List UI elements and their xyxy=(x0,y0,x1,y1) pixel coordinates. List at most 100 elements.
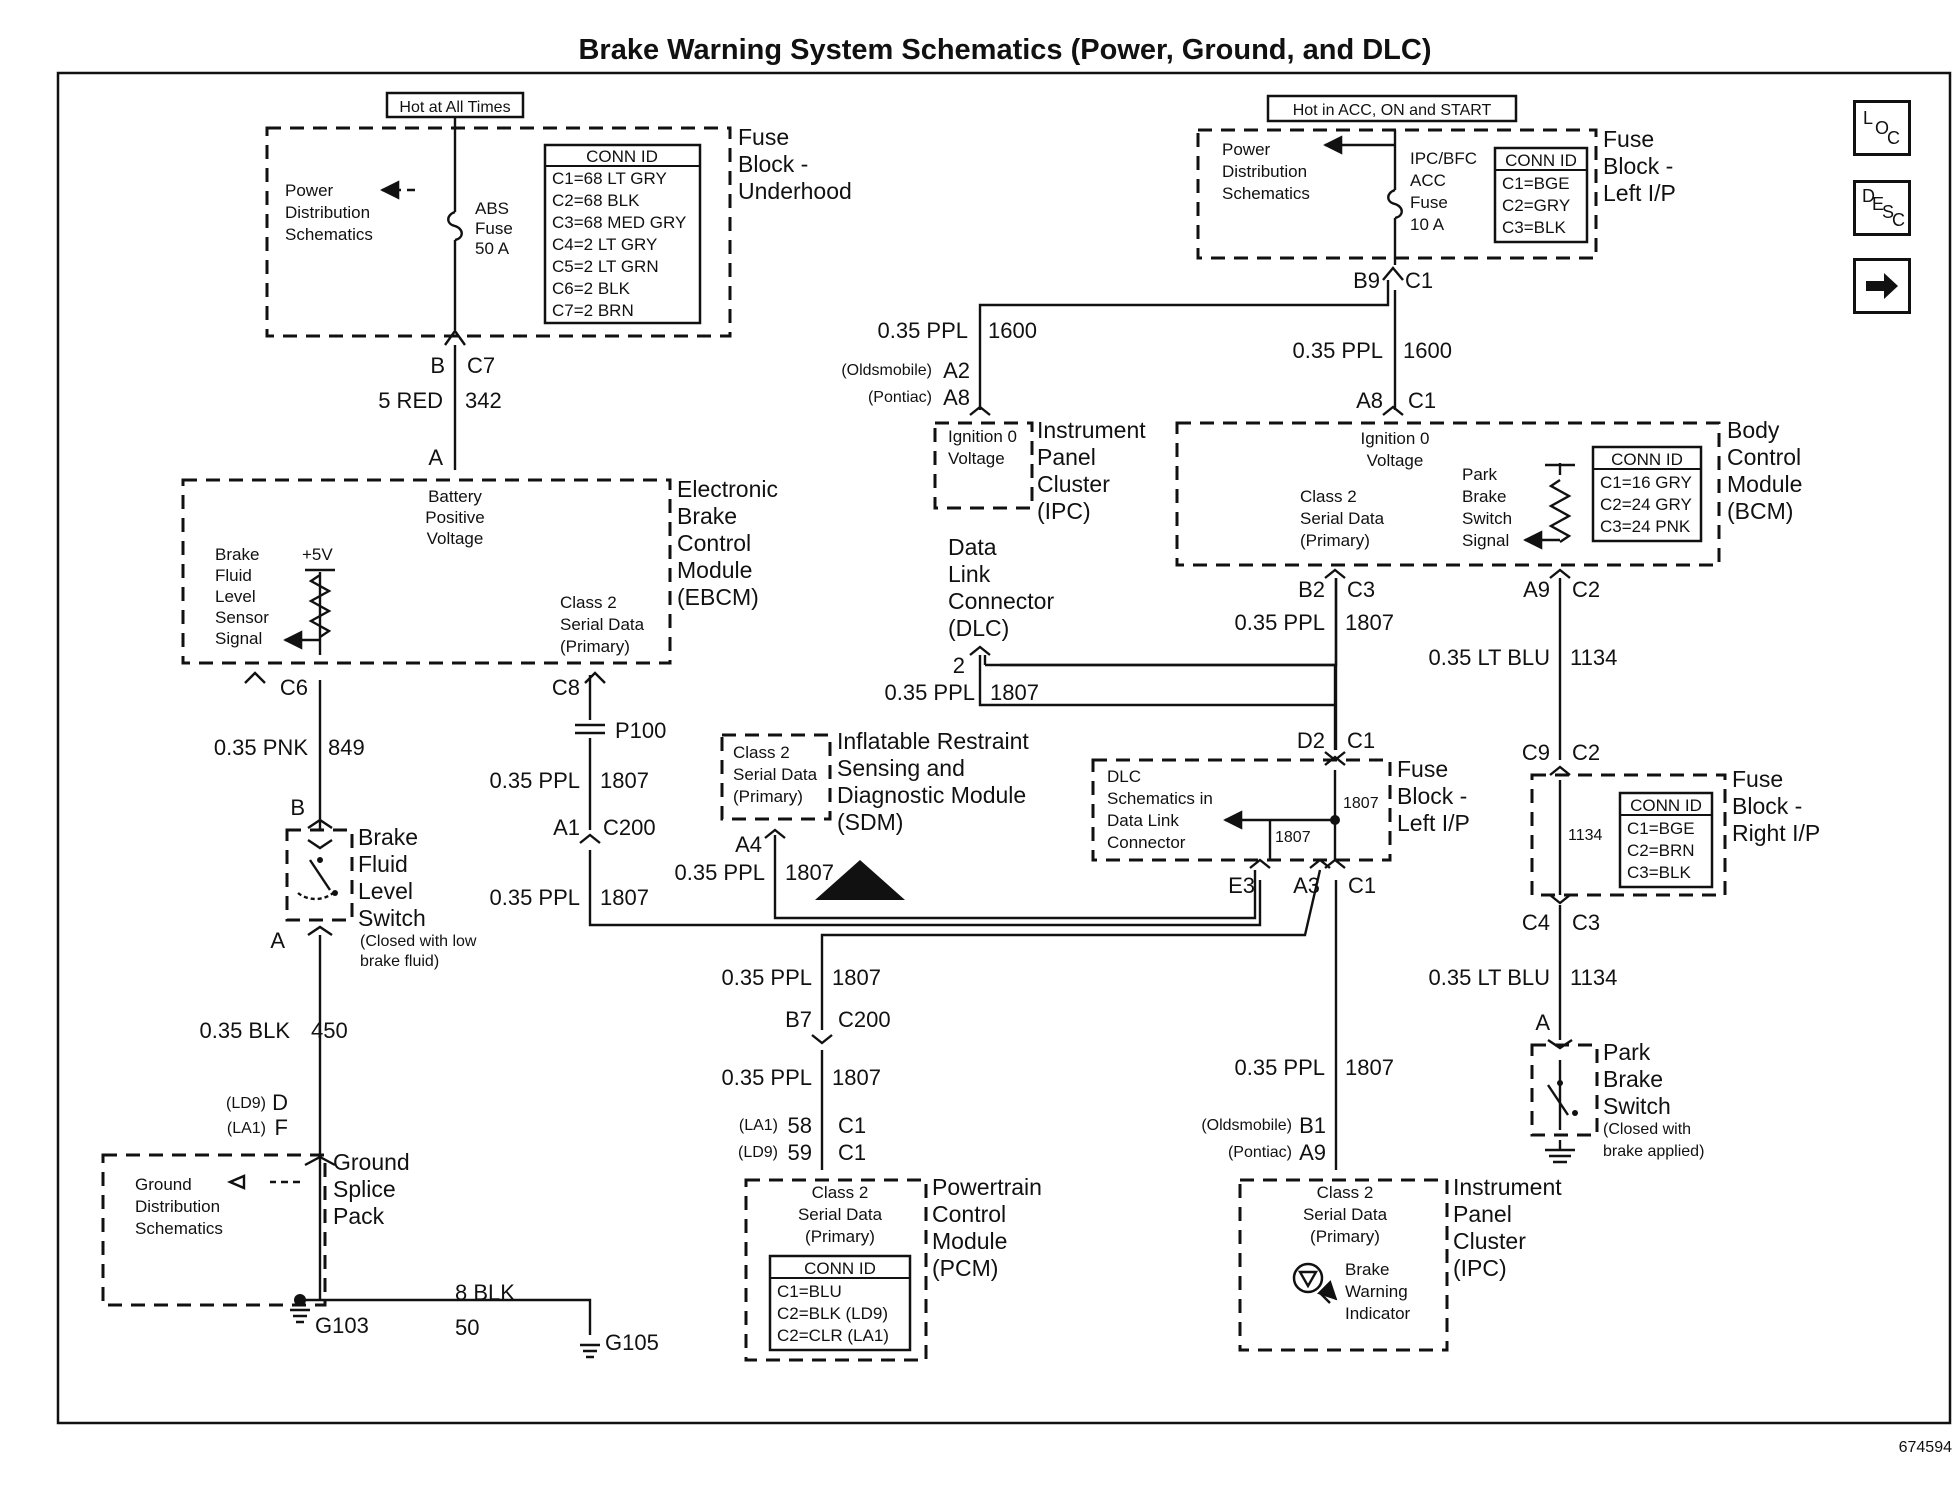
svg-text:CONN ID: CONN ID xyxy=(804,1259,876,1278)
pin-B7: B7 xyxy=(785,1007,812,1032)
label-ground-splice-pack: Ground Splice Pack xyxy=(333,1149,410,1229)
wire-1807-pcm-a-number: 1807 xyxy=(832,965,881,990)
svg-text:(IPC): (IPC) xyxy=(1453,1255,1507,1281)
svg-text:C3=BLK: C3=BLK xyxy=(1502,218,1566,237)
pin-A9-ipc: A9 xyxy=(1299,1140,1326,1165)
svg-text:Inflatable Restraint: Inflatable Restraint xyxy=(837,728,1029,754)
svg-text:C1=BGE: C1=BGE xyxy=(1502,174,1570,193)
svg-text:C2=BRN: C2=BRN xyxy=(1627,841,1695,860)
description-button[interactable]: D E S C xyxy=(1853,180,1911,236)
svg-text:Pack: Pack xyxy=(333,1203,385,1229)
wire-1807-pcm-a-color: 0.35 PPL xyxy=(721,965,812,990)
wire-849-number: 849 xyxy=(328,735,365,760)
pin-P100: P100 xyxy=(615,718,666,743)
svg-text:Fuse: Fuse xyxy=(1410,193,1448,212)
fuse-block-left-ip-mid-box xyxy=(1091,758,1392,862)
brake-fluid-sensor-label: Brake xyxy=(215,545,259,564)
svg-text:(Primary): (Primary) xyxy=(733,787,803,806)
wire-450-color: 0.35 BLK xyxy=(199,1018,290,1043)
svg-text:Level: Level xyxy=(358,878,413,904)
pin-B: B xyxy=(430,353,445,378)
label-dlc: Data Link Connector (DLC) xyxy=(948,534,1054,641)
svg-text:Instrument: Instrument xyxy=(1453,1174,1562,1200)
wire-1600-a-color: 0.35 PPL xyxy=(877,318,968,343)
wire-1807-c200-color: 0.35 PPL xyxy=(489,885,580,910)
svg-text:Block -: Block - xyxy=(1603,153,1673,179)
wire-342-number: 342 xyxy=(465,388,502,413)
svg-text:CONN ID: CONN ID xyxy=(1630,796,1702,815)
svg-text:Underhood: Underhood xyxy=(738,178,852,204)
pin-58: 58 xyxy=(788,1113,812,1138)
next-arrow-button[interactable] xyxy=(1853,258,1911,314)
pin-C1-58: C1 xyxy=(838,1113,866,1138)
diagram-frame xyxy=(56,71,1952,1425)
pin-C9: C9 xyxy=(1522,740,1550,765)
svg-text:C2=CLR (LA1): C2=CLR (LA1) xyxy=(777,1326,889,1345)
svg-text:Serial Data: Serial Data xyxy=(1300,509,1385,528)
svg-text:Indicator: Indicator xyxy=(1345,1304,1411,1323)
arrow-right-icon xyxy=(1866,273,1898,299)
svg-text:Diagnostic Module: Diagnostic Module xyxy=(837,782,1026,808)
svg-text:Serial Data: Serial Data xyxy=(1303,1205,1388,1224)
svg-text:C7=2 BRN: C7=2 BRN xyxy=(552,301,634,320)
wire-1807-p100-number: 1807 xyxy=(600,768,649,793)
bcm-ign-label: Ignition 0 xyxy=(1361,429,1430,448)
pin-C1-bcm: C1 xyxy=(1408,388,1436,413)
fuse-block-underhood-box xyxy=(265,126,732,338)
note-la1-f: (LA1) xyxy=(227,1120,266,1137)
svg-text:C1=68 LT GRY: C1=68 LT GRY xyxy=(552,169,667,188)
sdm-class2-label: Class 2 xyxy=(733,743,790,762)
svg-text:Instrument: Instrument xyxy=(1037,417,1146,443)
svg-text:Brake: Brake xyxy=(677,503,737,529)
location-button[interactable]: L O C xyxy=(1853,100,1911,156)
ipc-bfc-fuse-label: IPC/BFC xyxy=(1410,149,1477,168)
pin-A2: A2 xyxy=(943,358,970,383)
wire-1807-pcm-b-color: 0.35 PPL xyxy=(721,1065,812,1090)
fuse-block-right-ip-box xyxy=(1530,773,1727,897)
svg-text:Distribution: Distribution xyxy=(1222,162,1307,181)
svg-text:Schematics: Schematics xyxy=(285,225,373,244)
svg-text:(IPC): (IPC) xyxy=(1037,498,1091,524)
ground-splice-pack-box xyxy=(101,1153,327,1307)
svg-text:Brake: Brake xyxy=(1462,487,1506,506)
wire-1134-a-color: 0.35 LT BLU xyxy=(1429,645,1550,670)
wire-1600-a-number: 1600 xyxy=(988,318,1037,343)
svg-text:Fuse: Fuse xyxy=(475,219,513,238)
svg-text:Brake: Brake xyxy=(1603,1066,1663,1092)
wire-1600-b-number: 1600 xyxy=(1403,338,1452,363)
wire-342-color: 5 RED xyxy=(378,388,443,413)
hot-at-all-times-label: Hot at All Times xyxy=(399,99,510,116)
ipc-top-box xyxy=(933,421,1034,510)
pin-C3-right: C3 xyxy=(1572,910,1600,935)
svg-text:(PCM): (PCM) xyxy=(932,1255,998,1281)
svg-text:C4=2 LT GRY: C4=2 LT GRY xyxy=(552,235,657,254)
wire-1807-ipc-color: 0.35 PPL xyxy=(1234,1055,1325,1080)
svg-text:ACC: ACC xyxy=(1410,171,1446,190)
svg-text:Serial Data: Serial Data xyxy=(798,1205,883,1224)
svg-text:brake applied): brake applied) xyxy=(1603,1143,1704,1160)
svg-text:Schematics: Schematics xyxy=(135,1219,223,1238)
svg-text:Body: Body xyxy=(1727,417,1780,443)
pin-dlc-2: 2 xyxy=(953,653,965,678)
hot-acc-on-start-label: Hot in ACC, ON and START xyxy=(1293,102,1492,119)
svg-text:Control: Control xyxy=(932,1201,1006,1227)
label-brake-fluid-level-switch: Brake Fluid Level Switch (Closed with lo… xyxy=(358,824,477,970)
bcm-class2-label: Class 2 xyxy=(1300,487,1357,506)
pin-A-switch: A xyxy=(270,928,285,953)
ground-G103: G103 xyxy=(315,1313,369,1338)
svg-text:Fuse: Fuse xyxy=(1732,766,1783,792)
fuse-block-left-ip-top-box xyxy=(1196,128,1598,260)
pcm-box xyxy=(744,1178,928,1362)
svg-text:CONN ID: CONN ID xyxy=(586,147,658,166)
svg-text:Fuse: Fuse xyxy=(1603,126,1654,152)
svg-text:Fuse: Fuse xyxy=(738,124,789,150)
svg-text:Control: Control xyxy=(1727,444,1801,470)
svg-text:Switch: Switch xyxy=(358,905,426,931)
svg-text:Cluster: Cluster xyxy=(1037,471,1110,497)
pin-C8: C8 xyxy=(552,675,580,700)
svg-text:Switch: Switch xyxy=(1462,509,1512,528)
svg-text:Control: Control xyxy=(677,530,751,556)
note-la1-58: (LA1) xyxy=(739,1117,778,1134)
svg-text:C3=BLK: C3=BLK xyxy=(1627,863,1691,882)
